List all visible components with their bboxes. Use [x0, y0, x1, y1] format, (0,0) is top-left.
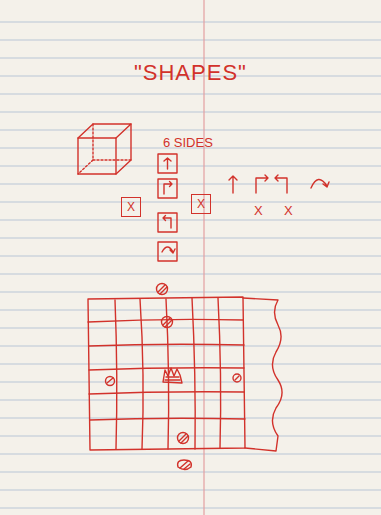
tile-text: X [127, 201, 135, 213]
center-block [163, 368, 182, 383]
ruled-lines [0, 22, 381, 508]
x-mark: X [254, 204, 263, 217]
tile-text: X [197, 198, 205, 210]
x-tile: X [191, 194, 211, 214]
side-count: 6 SIDES [163, 136, 213, 149]
move-symbols [229, 175, 329, 193]
board-pieces [106, 284, 242, 470]
sketch-title: "SHAPES" [134, 62, 247, 84]
x-mark: X [284, 204, 293, 217]
cube-sketch [78, 124, 131, 174]
game-board [88, 297, 282, 451]
tile-column [158, 154, 177, 261]
x-tile: X [121, 197, 141, 217]
